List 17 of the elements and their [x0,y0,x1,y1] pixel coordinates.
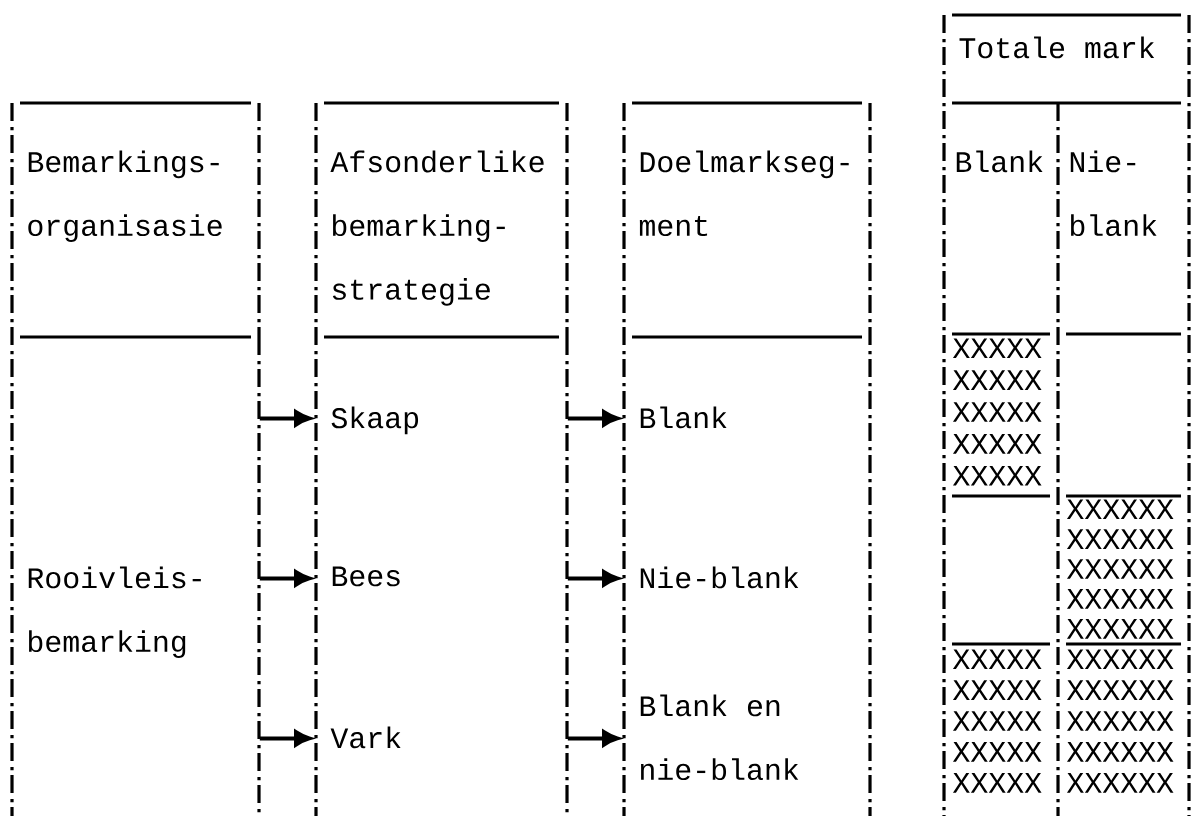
table-cell: Vark [330,657,569,816]
hatched-cell: XXXXX XXXXX XXXXX XXXXX XXXXX [952,642,1050,793]
table-cell: Nie-blank [640,566,799,589]
header-cell: Nie- blank [1066,150,1181,336]
hatched-cell: XXXXXX XXXXXX XXXXXX XXXXXX XXXXXX [1066,494,1181,646]
table-cell: Blank [640,406,727,429]
table-cell: Skaap [331,337,569,497]
header-cell: Afsonderlike bemarking- strategie [324,101,559,339]
header-cell: Totale mark [952,13,1181,105]
header-cell: Doelmarkseg- ment [632,101,862,339]
table-cell: Bees [332,497,569,657]
header-cell: Bemarkings- organisasie [20,101,251,339]
header-cell: Blank [952,150,1050,336]
hatched-cell: XXXXX XXXXX XXXXX XXXXX XXXXX [952,338,1050,498]
table-cell: Blank en nie-blank [640,694,799,781]
hatched-cell: XXXXXX XXXXXX XXXXXX XXXXXX XXXXXX [1066,649,1174,793]
table-cell: Rooivleis- bemarking [28,337,261,816]
